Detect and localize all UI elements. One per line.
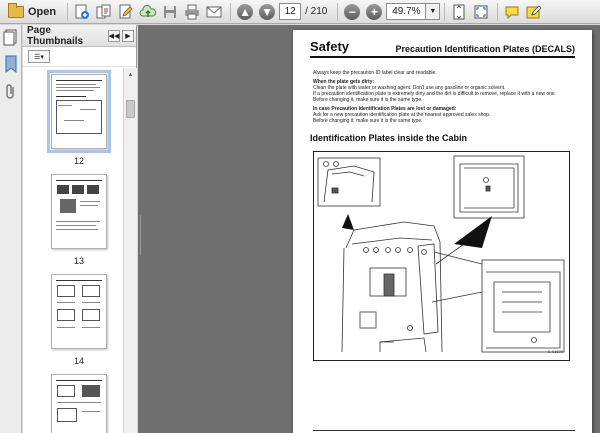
- scrollbar-thumb[interactable]: [126, 100, 135, 118]
- thumbnails-panel-tools: ☰▾: [23, 47, 136, 67]
- thumbnail-label: 12: [73, 156, 84, 166]
- page-thumbnail-12[interactable]: [47, 70, 111, 153]
- options-menu-icon: ☰▾: [34, 53, 44, 61]
- page-title: Precaution Identification Plates (DECALS…: [395, 44, 575, 54]
- page-thumbnails-panel: Page Thumbnails ◀◀ ▶ ☰▾ 12: [23, 25, 137, 433]
- sign-button[interactable]: [524, 2, 544, 22]
- cloud-upload-icon: [139, 4, 157, 17]
- bookmark-icon[interactable]: [3, 55, 19, 73]
- create-pdf-button[interactable]: [72, 2, 92, 22]
- dirty-line: Clean the plate with water or washing ag…: [313, 85, 506, 91]
- toolbar-separator: [497, 2, 499, 21]
- dirty-heading: When the plate gets dirty:: [313, 79, 375, 85]
- zoom-in-button[interactable]: +: [364, 2, 384, 22]
- toolbar-separator: [337, 2, 339, 21]
- lost-line: Before changing it, make sure it is the …: [313, 118, 423, 124]
- comment-button[interactable]: [502, 2, 522, 22]
- thumbnail-list: 12 13 14: [23, 68, 123, 433]
- section-heading: Safety: [310, 39, 350, 54]
- chevron-right-icon: ▶: [125, 32, 131, 40]
- double-chevron-left-icon: ◀◀: [108, 32, 120, 40]
- page-number-input[interactable]: 12: [279, 3, 302, 20]
- options-button[interactable]: ☰▾: [28, 50, 50, 63]
- pdf-page: Safety Precaution Identification Plates …: [293, 30, 592, 433]
- sign-pen-icon: [526, 4, 542, 18]
- full-screen-button[interactable]: [471, 2, 491, 22]
- zoom-dropdown-button[interactable]: ▼: [426, 3, 441, 20]
- chevron-down-icon: ▼: [429, 8, 437, 15]
- page-thumbnail-15[interactable]: [51, 374, 107, 433]
- thumbnail-label: 13: [73, 256, 84, 266]
- arrow-down-icon: ▼: [259, 3, 276, 20]
- page-thumbnail-14[interactable]: [51, 274, 107, 349]
- toolbar-separator: [67, 2, 69, 21]
- arrow-up-icon: ▲: [237, 3, 254, 20]
- zoom-level-input[interactable]: 49.7%: [386, 3, 427, 20]
- envelope-icon: [206, 6, 222, 17]
- dirty-line: If a precaution identification plate is …: [313, 91, 557, 97]
- fit-page-icon: [453, 4, 465, 19]
- document-view[interactable]: Safety Precaution Identification Plates …: [138, 25, 600, 433]
- figure-reference: S-01570: [547, 349, 563, 354]
- panel-title: Page Thumbnails: [27, 24, 84, 47]
- folder-icon: [8, 2, 24, 18]
- open-button[interactable]: Open: [3, 2, 61, 22]
- save-disk-icon: [164, 5, 177, 18]
- full-screen-icon: [474, 5, 488, 18]
- page-thumbnails-icon[interactable]: [3, 29, 19, 47]
- printer-icon: [185, 4, 200, 19]
- attachment-paperclip-icon[interactable]: [3, 83, 19, 101]
- combine-files-button[interactable]: [94, 2, 114, 22]
- email-button[interactable]: [204, 2, 224, 22]
- thumbnail-scrollbar[interactable]: ▲: [123, 68, 137, 433]
- navigation-pane-strip: [0, 25, 22, 433]
- combine-files-icon: [96, 4, 111, 18]
- zoom-out-icon: −: [344, 3, 361, 20]
- page-footer-rule: [313, 430, 575, 431]
- toolbar-separator: [230, 2, 232, 21]
- close-panel-button[interactable]: ▶: [122, 29, 134, 42]
- edit-document-button[interactable]: [116, 2, 136, 22]
- panel-splitter-handle[interactable]: [139, 215, 142, 255]
- page-header: Safety Precaution Identification Plates …: [310, 39, 575, 58]
- cloud-upload-button[interactable]: [138, 2, 158, 22]
- save-button[interactable]: [160, 2, 180, 22]
- page-thumbnail-13[interactable]: [51, 174, 107, 249]
- thumbnail-label: 14: [73, 356, 84, 366]
- previous-page-button[interactable]: ▲: [235, 2, 255, 22]
- lost-line: Ask for a new precaution identification …: [313, 112, 491, 118]
- pencil-document-icon: [119, 4, 133, 18]
- next-page-button[interactable]: ▼: [257, 2, 277, 22]
- open-button-label: Open: [28, 5, 57, 18]
- cabin-decal-figure: S-01570: [313, 151, 570, 361]
- lost-heading: In case Precaution Identification Plates…: [313, 106, 457, 112]
- figure-subheading: Identification Plates inside the Cabin: [310, 133, 468, 143]
- fit-page-button[interactable]: [449, 2, 469, 22]
- dirty-line: Before changing it, make sure it is the …: [313, 97, 423, 103]
- zoom-out-button[interactable]: −: [342, 2, 362, 22]
- speech-bubble-icon: [505, 6, 519, 19]
- scroll-up-arrow-icon[interactable]: ▲: [127, 72, 134, 78]
- thumbnails-panel-header: Page Thumbnails ◀◀ ▶: [23, 25, 136, 47]
- intro-text: Always keep the precaution ID label clea…: [313, 70, 437, 76]
- collapse-panel-button[interactable]: ◀◀: [108, 29, 120, 42]
- print-button[interactable]: [182, 2, 202, 22]
- cabin-illustration: [317, 155, 565, 353]
- create-pdf-icon: [75, 4, 90, 19]
- toolbar-separator: [444, 2, 446, 21]
- main-toolbar: Open ▲ ▼ 12 / 210 − + 49.7% ▼: [0, 0, 600, 24]
- zoom-in-icon: +: [366, 3, 383, 20]
- page-total-label: / 210: [305, 6, 328, 17]
